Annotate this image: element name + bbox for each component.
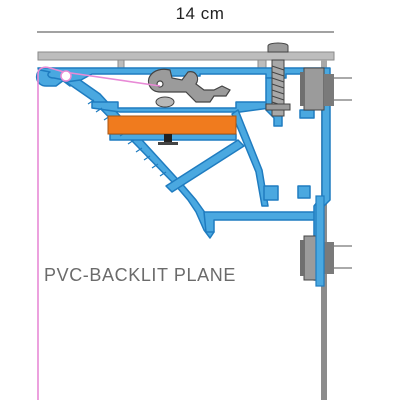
top-cover-lip: [117, 59, 267, 69]
led-bar: [107, 115, 237, 135]
lower-wall-bolt: [300, 235, 352, 281]
fabric-line: [37, 66, 161, 400]
led-mount-nut: [158, 142, 178, 145]
fabric-bead: [60, 70, 72, 82]
top-bolt: [265, 42, 291, 117]
width-dimension-label: 14 cm: [175, 4, 225, 23]
pvc-plane-label: PVC-BACKLIT PLANE: [44, 265, 236, 285]
top-cover-strip: [37, 51, 335, 61]
wall-post: [321, 200, 327, 400]
clamp-pivot: [155, 96, 175, 108]
aluminium-profile: [35, 67, 331, 281]
upper-wall-bolt: [300, 67, 352, 111]
led-mount-screw: [164, 134, 172, 144]
lower-cover-plate: [315, 195, 325, 287]
